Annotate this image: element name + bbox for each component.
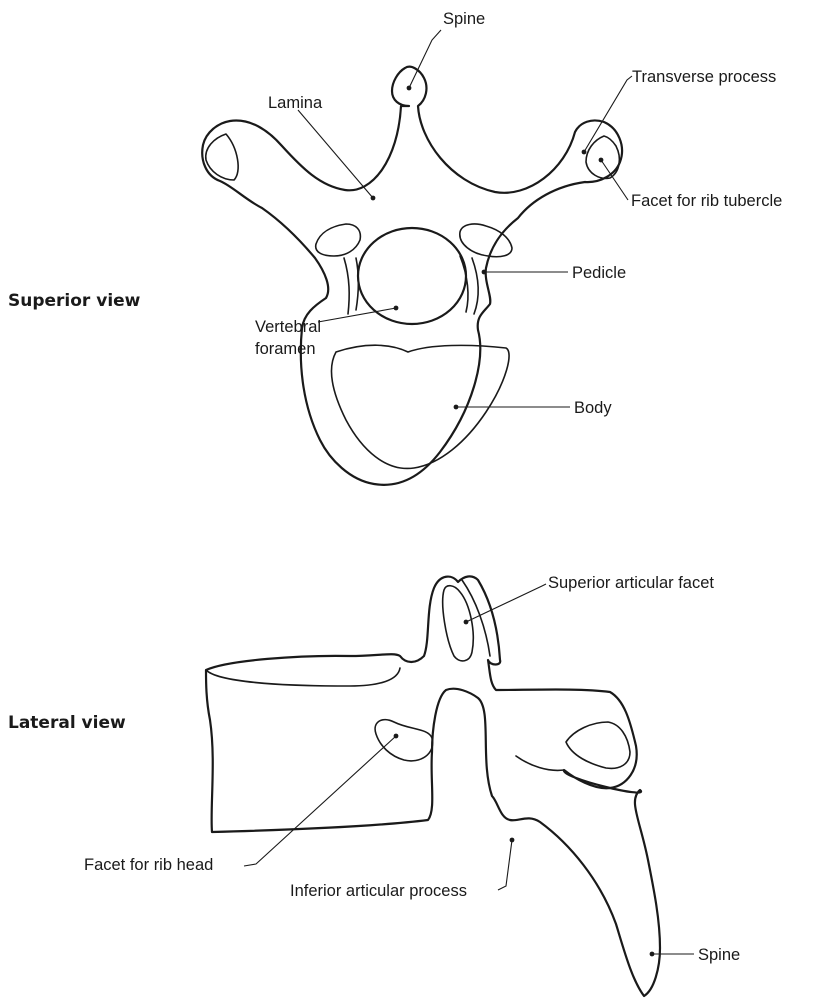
superior-articular-facet-shape <box>443 586 474 661</box>
superior-view-labels: Superior view Spine Transverse process L… <box>8 10 782 417</box>
right-pedicle-line-2 <box>472 258 478 314</box>
lateral-view-drawing <box>206 576 660 996</box>
label-spine: Spine <box>443 10 485 28</box>
label-vertebral-foramen-2: foramen <box>255 340 316 358</box>
rib-head-leader-dot <box>394 734 399 739</box>
inferior-process-leader <box>498 840 512 890</box>
lamina-leader-dot <box>371 196 376 201</box>
lateral-view-leaders <box>244 584 694 956</box>
superior-facet-leader <box>466 584 546 622</box>
right-articular-facet <box>460 224 512 257</box>
left-transverse-facet <box>206 134 238 180</box>
superior-articular-facet-edge <box>462 580 490 656</box>
process-division-line <box>516 756 564 770</box>
transverse-costal-facet <box>566 722 630 768</box>
rib-head-facet-shape <box>375 720 433 761</box>
rib-head-leader <box>244 736 396 866</box>
lateral-view-labels: Lateral view Superior articular facet Fa… <box>8 574 740 964</box>
label-rib-head-facet: Facet for rib head <box>84 856 213 874</box>
lateral-spine-leader-dot <box>650 952 655 957</box>
label-body: Body <box>574 399 612 417</box>
label-lateral-spine: Spine <box>698 946 740 964</box>
label-inferior-articular-process: Inferior articular process <box>290 882 467 900</box>
label-pedicle: Pedicle <box>572 264 626 282</box>
lateral-vertebra-outline <box>206 576 660 996</box>
foramen-leader-dot <box>394 306 399 311</box>
superior-facet-leader-dot <box>464 620 469 625</box>
foramen-leader <box>318 308 396 322</box>
label-transverse-process: Transverse process <box>632 68 776 86</box>
vertebral-foramen-shape <box>358 228 466 324</box>
left-pedicle-line <box>344 258 349 314</box>
label-rib-tubercle-facet: Facet for rib tubercle <box>631 192 782 210</box>
body-leader-dot <box>454 405 459 410</box>
label-lamina: Lamina <box>268 94 323 112</box>
superior-vertebra-outline <box>202 67 622 485</box>
body-top-edge <box>206 668 400 686</box>
inferior-process-leader-dot <box>510 838 515 843</box>
superior-view-title: Superior view <box>8 291 141 311</box>
rib-tubercle-leader-dot <box>599 158 604 163</box>
transverse-process-leader <box>584 76 632 152</box>
rib-tubercle-leader <box>601 160 628 200</box>
spine-leader-dot <box>407 86 412 91</box>
superior-view-leaders <box>298 30 632 409</box>
lamina-leader <box>298 110 373 198</box>
left-articular-facet <box>316 224 361 256</box>
pedicle-leader-dot <box>482 270 487 275</box>
label-vertebral-foramen-1: Vertebral <box>255 318 321 336</box>
label-superior-articular-facet: Superior articular facet <box>548 574 714 592</box>
lateral-view-title: Lateral view <box>8 713 126 733</box>
transverse-process-leader-dot <box>582 150 587 155</box>
superior-view-drawing <box>202 67 622 485</box>
